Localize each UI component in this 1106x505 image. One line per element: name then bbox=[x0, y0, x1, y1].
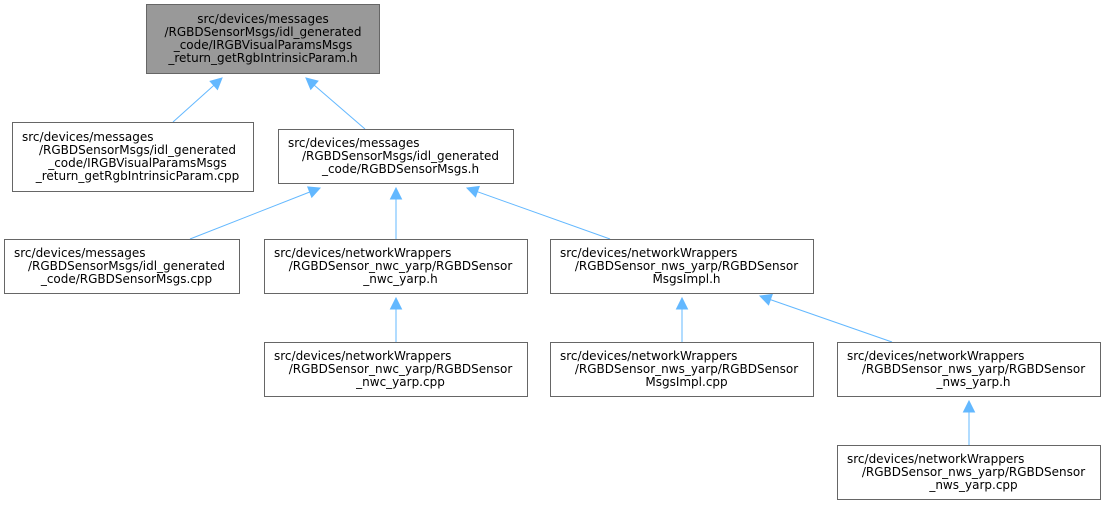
edge-implh-to-h1 bbox=[477, 191, 611, 240]
node-rgbdsensor-nwc-yarp-cpp[interactable]: src/devices/networkWrappers /RGBDSensor_… bbox=[264, 342, 528, 397]
node-rgbdsensormsgs-cpp[interactable]: src/devices/messages /RGBDSensorMsgs/idl… bbox=[4, 239, 240, 294]
arrowhead-h1-to-root bbox=[305, 77, 319, 91]
node-rgbdsensor-nws-yarp-cpp[interactable]: src/devices/networkWrappers /RGBDSensor_… bbox=[837, 445, 1101, 500]
node-line: _code/IRGBVisualParamsMsgs bbox=[173, 38, 353, 52]
node-line: _nwc_yarp.cpp bbox=[356, 375, 445, 389]
node-line: _code/RGBDSensorMsgs.cpp bbox=[40, 272, 213, 286]
node-getrgbintrinsicparam-cpp[interactable]: src/devices/messages /RGBDSensorMsgs/idl… bbox=[12, 122, 254, 192]
node-line: src/devices/networkWrappers bbox=[847, 452, 1025, 466]
node-line: /RGBDSensorMsgs/idl_generated bbox=[27, 259, 226, 273]
node-line: /RGBDSensorMsgs/idl_generated bbox=[164, 25, 362, 39]
node-line: src/devices/messages bbox=[22, 130, 154, 144]
edge-h1-to-root bbox=[313, 84, 366, 130]
node-line: MsgsImpl.h bbox=[652, 272, 721, 286]
node-line: MsgsImpl.cpp bbox=[645, 375, 728, 389]
node-rgbdsensor-nws-yarp-h[interactable]: src/devices/networkWrappers /RGBDSensor_… bbox=[837, 342, 1101, 397]
node-line: /RGBDSensor_nwc_yarp/RGBDSensor bbox=[288, 362, 513, 376]
node-line: _nws_yarp.h bbox=[936, 375, 1011, 389]
node-line: src/devices/messages bbox=[288, 136, 420, 150]
arrowhead-implcpp-to-implh bbox=[675, 296, 689, 310]
node-rgbdsensormsgsimpl-h[interactable]: src/devices/networkWrappers /RGBDSensor_… bbox=[550, 239, 814, 294]
node-line: src/devices/messages bbox=[14, 246, 146, 260]
node-root-header: src/devices/messages /RGBDSensorMsgs/idl… bbox=[146, 4, 380, 74]
node-line: _return_getRgbIntrinsicParam.cpp bbox=[35, 169, 240, 183]
node-line: /RGBDSensor_nws_yarp/RGBDSensor bbox=[861, 362, 1086, 376]
node-line: src/devices/networkWrappers bbox=[274, 246, 452, 260]
arrowhead-nwch-to-h1 bbox=[389, 186, 403, 200]
edge-cpp1-to-root bbox=[172, 84, 215, 123]
node-rgbdsensormsgsimpl-cpp[interactable]: src/devices/networkWrappers /RGBDSensor_… bbox=[550, 342, 814, 397]
node-line: /RGBDSensorMsgs/idl_generated bbox=[38, 143, 237, 157]
edge-cpp2-to-h1 bbox=[189, 191, 310, 240]
node-line: /RGBDSensor_nws_yarp/RGBDSensor bbox=[861, 465, 1086, 479]
node-rgbdsensor-nwc-yarp-h[interactable]: src/devices/networkWrappers /RGBDSensor_… bbox=[264, 239, 528, 294]
node-line: _nws_yarp.cpp bbox=[929, 478, 1018, 492]
arrowhead-nwccpp-to-nwch bbox=[389, 296, 403, 310]
arrowhead-cpp2-to-h1 bbox=[306, 186, 322, 199]
node-line: src/devices/networkWrappers bbox=[560, 349, 738, 363]
arrowhead-cpp1-to-root bbox=[209, 77, 223, 91]
arrowhead-implh-to-h1 bbox=[465, 185, 480, 198]
node-line: src/devices/networkWrappers bbox=[847, 349, 1025, 363]
node-line: _code/RGBDSensorMsgs.h bbox=[321, 162, 480, 176]
node-line: /RGBDSensor_nws_yarp/RGBDSensor bbox=[574, 259, 799, 273]
arrowhead-nwsh-to-implh bbox=[758, 293, 773, 306]
node-line: src/devices/networkWrappers bbox=[560, 246, 738, 260]
node-line: /RGBDSensor_nws_yarp/RGBDSensor bbox=[574, 362, 799, 376]
node-line: _return_getRgbIntrinsicParam.h bbox=[168, 51, 358, 65]
node-rgbdsensormsgs-h[interactable]: src/devices/messages /RGBDSensorMsgs/idl… bbox=[278, 129, 514, 184]
arrowhead-nwscpp-to-nwsh bbox=[962, 399, 976, 413]
node-line: src/devices/networkWrappers bbox=[274, 349, 452, 363]
edge-nwsh-to-implh bbox=[770, 299, 893, 343]
node-line: src/devices/messages bbox=[197, 12, 329, 26]
node-line: /RGBDSensorMsgs/idl_generated bbox=[301, 149, 500, 163]
node-line: _code/IRGBVisualParamsMsgs bbox=[48, 156, 227, 170]
node-line: _nwc_yarp.h bbox=[363, 272, 438, 286]
node-line: /RGBDSensor_nwc_yarp/RGBDSensor bbox=[288, 259, 513, 273]
